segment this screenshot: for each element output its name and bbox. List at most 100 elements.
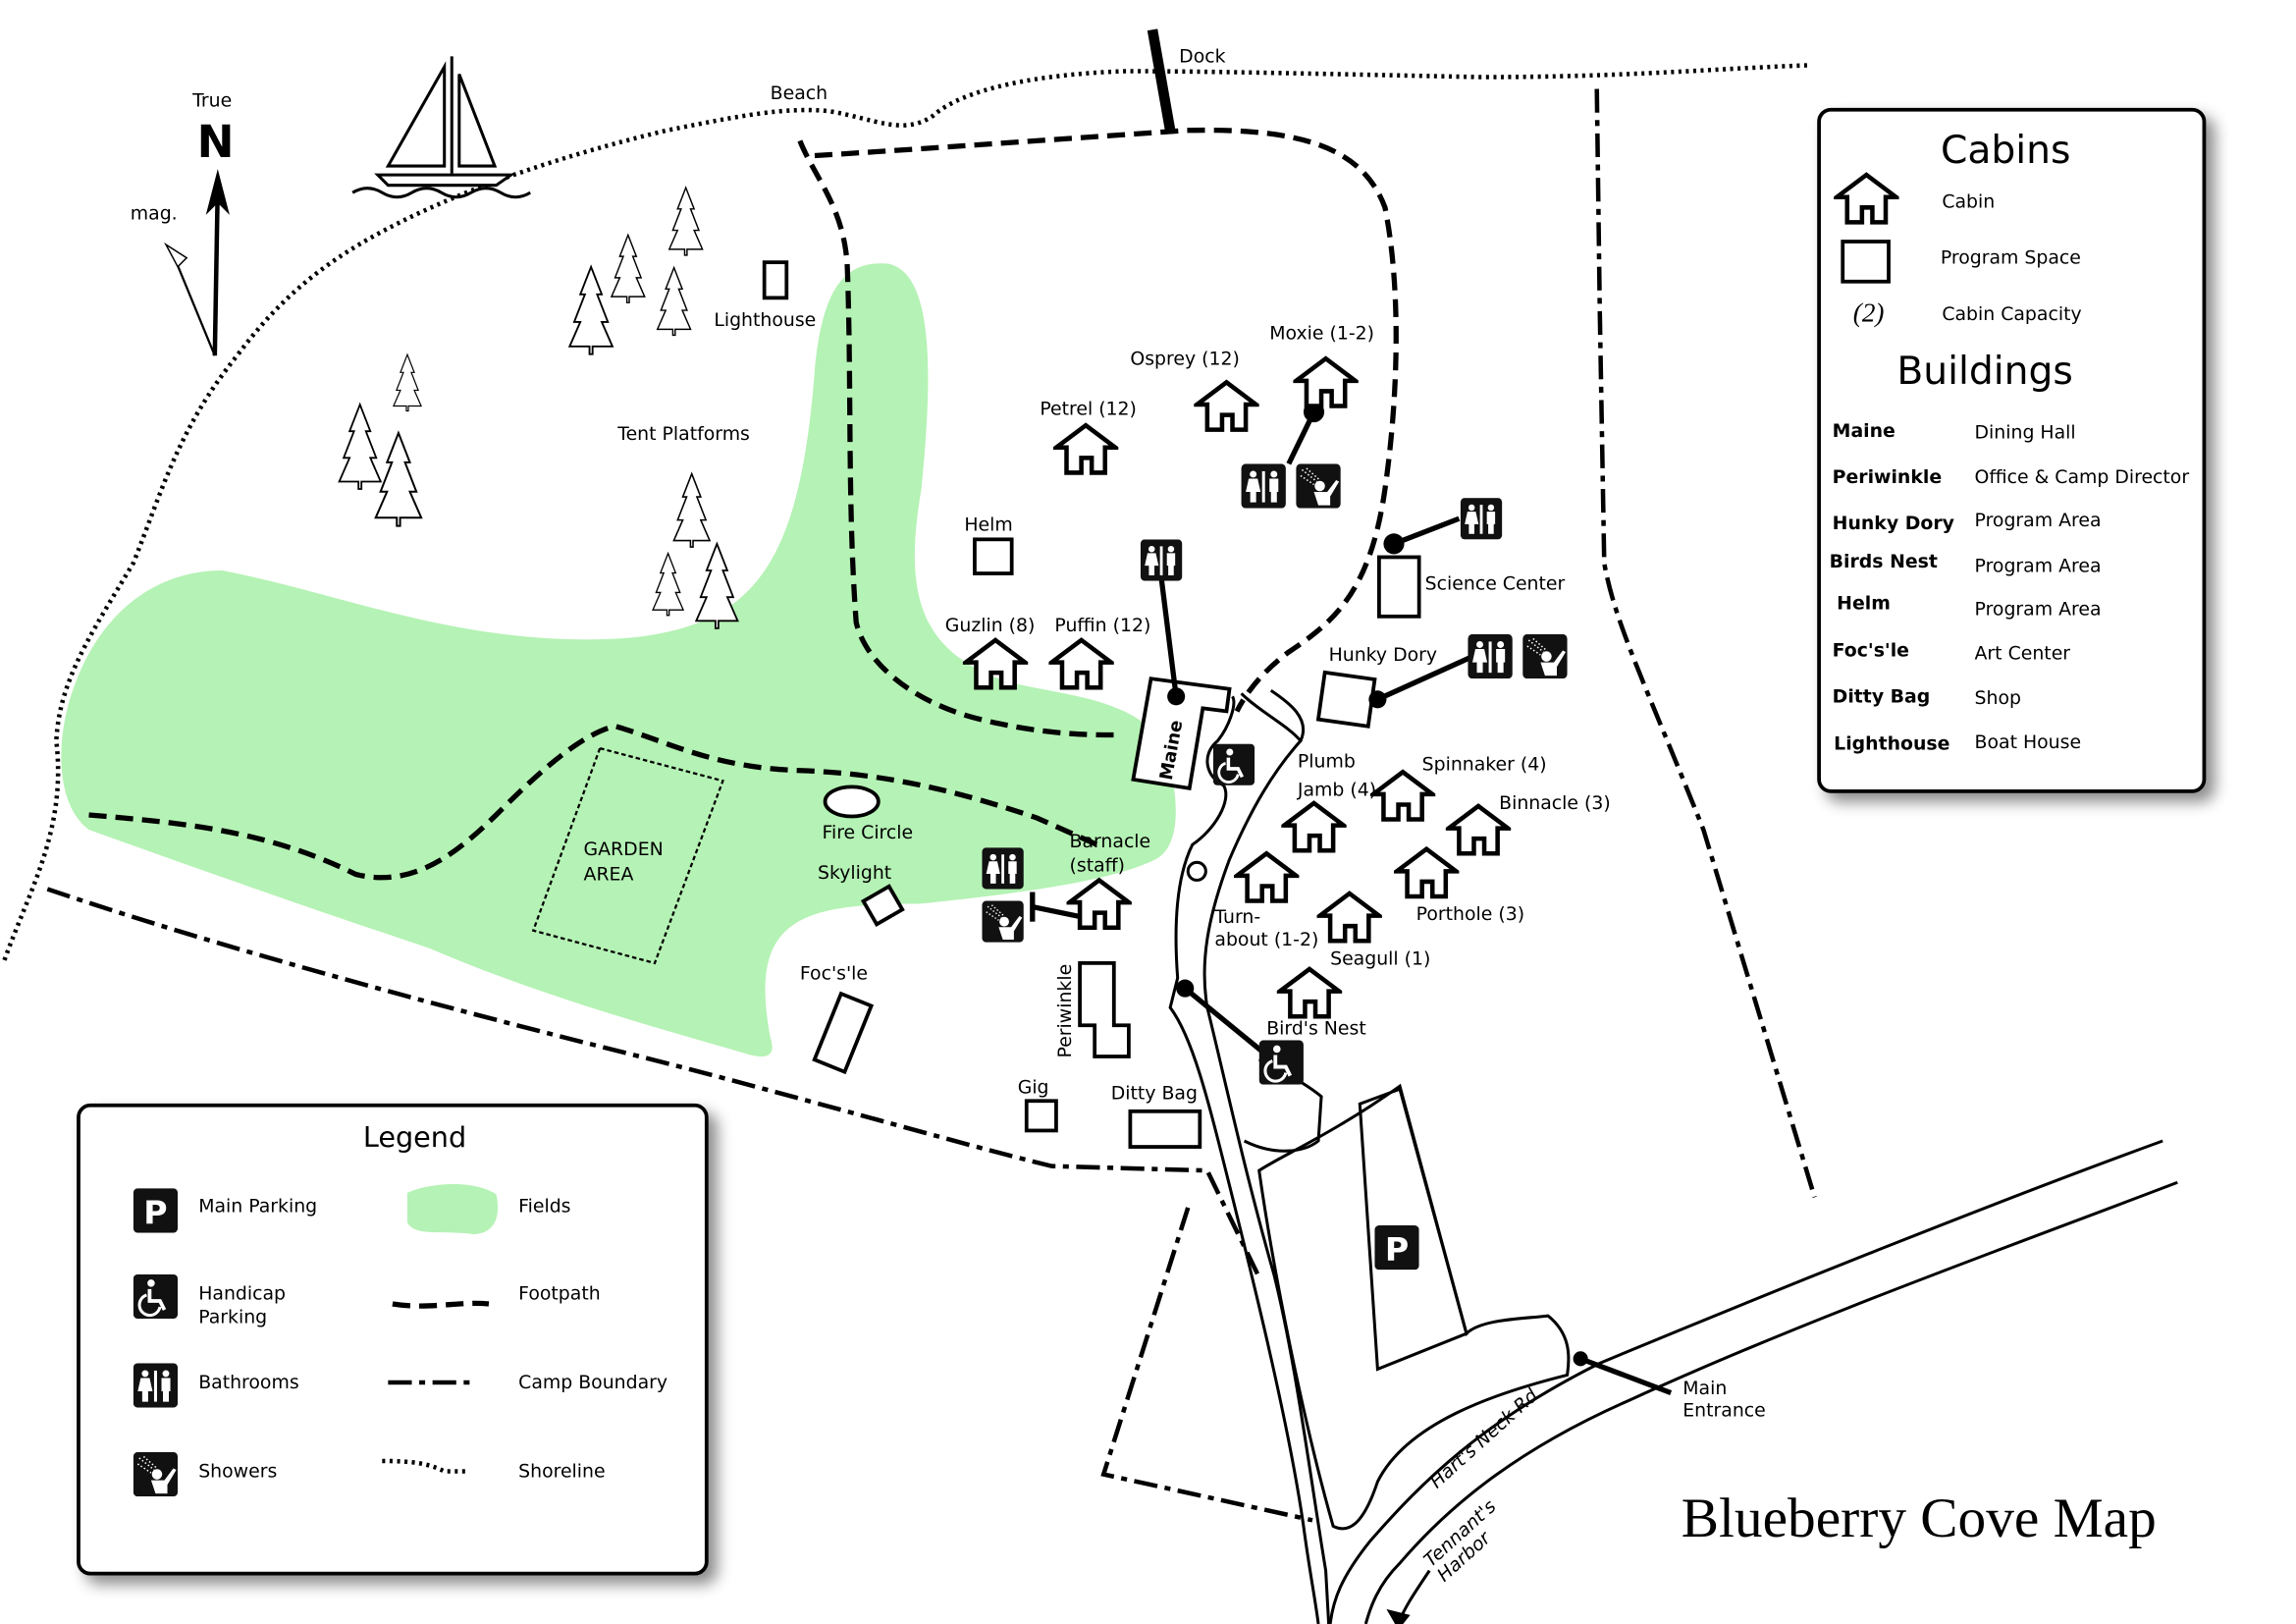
science-center-building [1377,555,1421,619]
cabins-key-panel: Cabins Cabin Program Space (2) Cabin Cap… [1817,107,2207,793]
building-use: Boat House [1975,731,2082,753]
tree-icon [694,542,739,630]
handicap-parking-icon [1212,743,1255,785]
field-area [61,263,1176,1056]
shower-icon [133,1451,179,1497]
cabin-icon [1051,640,1110,687]
building-use: Program Area [1975,556,2102,577]
parking-icon [1374,1225,1419,1271]
building-use: Art Center [1975,643,2071,665]
cabin-icon [1320,893,1379,941]
legend-title: Legend [363,1120,466,1154]
periwinkle-label: Periwinkle [1054,964,1076,1058]
main-entrance-label: Main [1682,1378,1727,1399]
legend-panel: Legend Main Parking Handicap Parking Bat… [77,1103,709,1576]
science-center-label: Science Center [1425,573,1566,595]
cabin-osprey: Osprey (12) [1130,348,1255,429]
tree-icon [338,404,382,490]
helm-building [973,537,1014,575]
building-name: Helm [1837,592,1891,614]
maine-building [1131,677,1232,791]
bathroom-icon [982,847,1024,890]
building-use: Program Area [1975,598,2102,620]
building-name: Hunky Dory [1833,513,1954,534]
tree-icon [656,266,692,337]
legend-label: Shoreline [518,1461,605,1483]
key-capacity-label: Cabin Capacity [1942,303,2081,325]
true-north-label: True [191,90,232,112]
north-label: N [197,116,235,168]
bathroom-icon [133,1363,179,1408]
bathroom-icon [1460,498,1503,540]
harts-neck-road [1328,1139,2163,1624]
legend-label: Handicap [198,1282,286,1304]
building-name: Periwinkle [1833,466,1943,488]
camp-boundary-south [1100,1207,1313,1523]
cabins-title: Cabins [1941,129,2070,173]
tree-icon [567,265,614,355]
parking-lot [1257,1083,1571,1531]
camp-road [1168,689,1320,1624]
turnaround-circle [1186,860,1207,882]
lighthouse-label: Lighthouse [714,309,816,331]
fire-circle-label: Fire Circle [823,822,914,843]
program-space-icon [1841,240,1891,284]
footpath [814,127,1399,713]
cabin-seagull: Seagull (1) [1320,893,1430,969]
shoreline-swatch [382,1458,468,1474]
ditty-bag-building [1128,1109,1202,1149]
building-use: Office & Camp Director [1975,466,2190,488]
hunky-dory-label: Hunky Dory [1329,644,1437,666]
cabin-label-2: about (1-2) [1214,929,1318,950]
fire-circle [823,785,881,819]
handicap-icon [133,1273,179,1320]
harts-neck-road [1363,1180,2178,1624]
magnetic-label: mag. [131,202,178,224]
cabin-puffin: Puffin (12) [1051,615,1150,687]
skylight-building [860,884,905,927]
cabin-label: Binnacle (3) [1499,792,1611,814]
tent-platforms-label: Tent Platforms [616,423,750,445]
tree-icon [392,353,423,412]
cabin-turnabout: Turn- about (1-2) [1213,853,1318,950]
handicap-parking-icon [1258,1040,1304,1085]
focsle-label: Foc's'le [800,963,868,985]
key-program-space-label: Program Space [1941,247,2081,269]
field-swatch [406,1183,499,1235]
lighthouse-building [762,260,789,300]
camp-boundary-east [1594,88,1817,1199]
legend-label: Fields [518,1195,570,1217]
cabin-binnacle: Binnacle (3) [1449,792,1611,853]
tree-icon [672,472,711,549]
parking-icon [133,1188,179,1233]
cabin-label: Turn- [1213,906,1260,928]
cabin-icon [1056,425,1115,472]
bathroom-icon [1468,633,1513,679]
cabin-petrel: Petrel (12) [1040,399,1137,473]
key-capacity-example: (2) [1853,298,1885,328]
shower-icon [981,900,1025,943]
bathroom-icon [1140,539,1183,581]
building-use: Program Area [1975,510,2102,531]
legend-label: Main Parking [198,1195,317,1217]
buildings-title: Buildings [1896,350,2073,394]
cabin-icon [1237,853,1296,900]
building-use: Shop [1975,687,2021,709]
bathroom-icon [1241,463,1286,509]
parking-lot-inner [1358,1087,1468,1372]
legend-label: Bathrooms [198,1372,298,1393]
cabin-label-2: (staff) [1070,854,1126,876]
cabin-label: Plumb [1298,751,1356,773]
compass-rose: True N mag. [131,90,235,356]
cabin-icon [1070,880,1129,927]
focsle-building [812,991,875,1075]
garden-area-label-2: AREA [584,863,634,885]
cabin-guzlin: Guzlin (8) [945,615,1036,687]
cabin-label: Guzlin (8) [945,615,1036,636]
tree-icon [374,431,423,528]
building-name: Lighthouse [1834,733,1949,755]
beach-label: Beach [771,82,828,104]
cabin-label: Osprey (12) [1130,348,1239,369]
building-name: Birds Nest [1830,551,1938,572]
tree-icon [652,552,684,617]
